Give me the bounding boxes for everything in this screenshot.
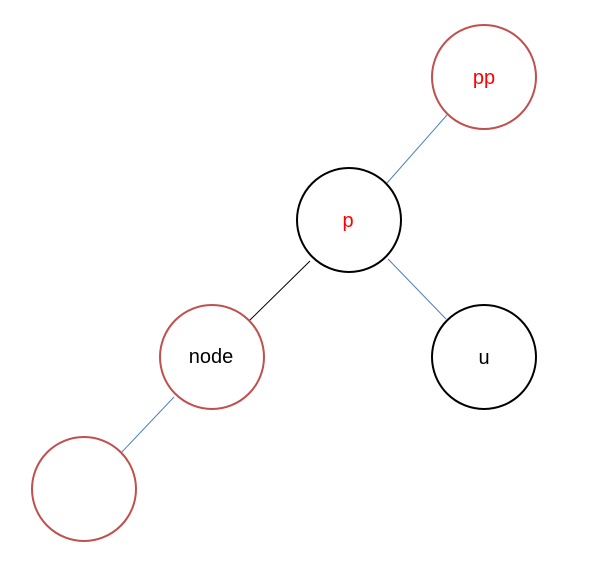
- node-p: p: [296, 167, 402, 273]
- edge-p-node: [248, 260, 311, 322]
- edge-pp-p: [386, 114, 448, 184]
- edge-p-u: [387, 258, 447, 320]
- edge-node-child: [119, 396, 175, 455]
- node-pp: pp: [431, 24, 537, 130]
- node-p-label: p: [342, 210, 353, 232]
- node-u-label: u: [478, 347, 489, 369]
- node-node-label: node: [189, 346, 234, 368]
- node-node: node: [159, 304, 265, 410]
- node-u: u: [431, 304, 537, 410]
- node-child: [31, 436, 137, 542]
- node-pp-label: pp: [473, 67, 495, 89]
